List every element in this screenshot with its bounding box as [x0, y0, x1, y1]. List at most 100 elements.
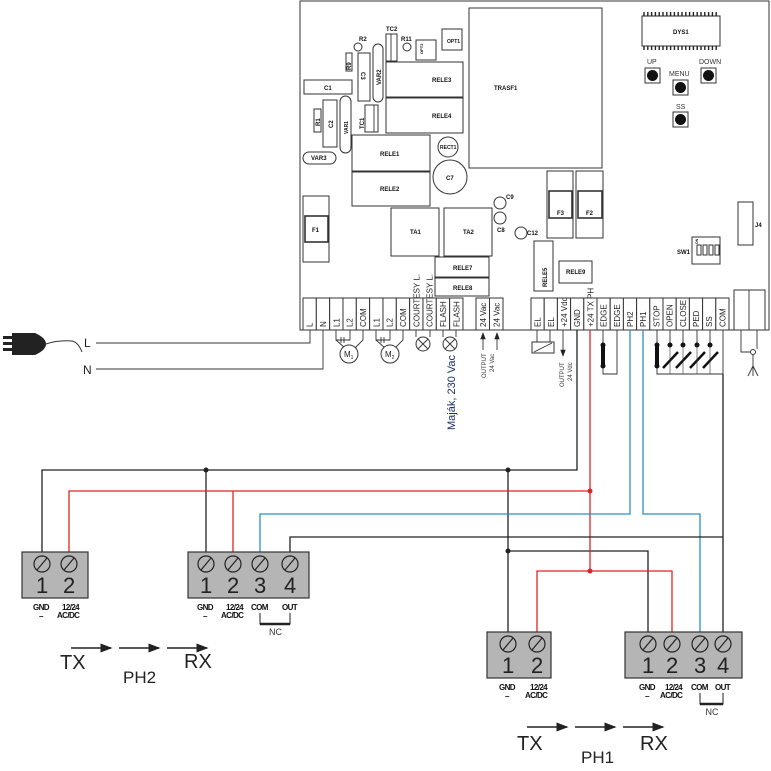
command-switches [654, 330, 724, 375]
screw-terminal-4[interactable]: 4 [281, 555, 299, 598]
up-button[interactable]: UP [644, 59, 661, 84]
screw-terminal-3[interactable]: 3 [251, 555, 269, 598]
screw-terminal-3[interactable]: 3 [691, 635, 709, 678]
relay-rele1: RELE1 [351, 134, 431, 172]
terminal-edge[interactable]: EDGE [596, 297, 611, 331]
screw-terminal-1[interactable]: 1 [197, 555, 215, 598]
dip-switch-sw1[interactable]: ON SW1 [677, 236, 721, 265]
antenna-icon [740, 330, 759, 377]
screw-terminal-2[interactable]: 2 [528, 635, 546, 678]
svg-text:RELE7: RELE7 [453, 266, 473, 272]
motor-m1-icon: M1 [335, 330, 364, 364]
screw-terminal-2[interactable]: 2 [663, 635, 681, 678]
terminal-label: L2 [346, 318, 355, 327]
motor-m2-icon: M2 [375, 330, 404, 364]
acdc-label: AC/DC [525, 691, 548, 700]
terminal-flash[interactable]: FLASH [449, 297, 464, 331]
terminal-label: COURTESY L. [412, 274, 421, 327]
screw-terminal-4[interactable]: 4 [714, 635, 732, 678]
terminal-l2[interactable]: L2 [382, 297, 397, 331]
terminal-label: 24 Vac [479, 303, 488, 327]
terminal-el[interactable]: EL [543, 297, 558, 331]
terminal-courtesy-l[interactable]: COURTESY L. [409, 274, 424, 331]
terminal-ped[interactable]: PED [688, 297, 704, 331]
svg-text:C2: C2 [329, 120, 335, 128]
legend-ph2: TX PH2 RX [60, 643, 212, 687]
svg-text:R2: R2 [359, 37, 367, 43]
mains-n-label: N [83, 363, 92, 377]
terminal-com[interactable]: COM [355, 297, 371, 331]
relay-rele4: RELE4 [385, 97, 464, 134]
terminal-ph2[interactable]: PH2 [622, 297, 638, 331]
svg-text:C12: C12 [527, 231, 539, 237]
terminal-com[interactable]: COM [395, 297, 411, 331]
terminal-l1[interactable]: L1 [329, 297, 344, 331]
tc2: TC2 [385, 27, 398, 62]
terminal-close[interactable]: CLOSE [675, 297, 690, 331]
screw-terminal-2[interactable]: 2 [60, 555, 78, 598]
svg-text:VAR2: VAR2 [377, 69, 383, 85]
terminal-gnd[interactable]: GND [570, 297, 585, 331]
ss-button[interactable]: SS [672, 104, 689, 128]
var2: VAR2 [372, 43, 384, 103]
terminal-l1[interactable]: L1 [369, 297, 384, 331]
terminal-label: 24 Vac [492, 303, 501, 327]
terminal-edge[interactable]: EDGE [609, 297, 624, 331]
r2: R2 [353, 37, 367, 52]
legend-ph1-rx: RX [640, 733, 668, 755]
terminal-n[interactable]: N [315, 297, 331, 331]
legend-ph1-tx: TX [517, 733, 543, 755]
terminal-label: L1 [332, 318, 341, 327]
terminal-24-vac[interactable]: 24 Vac [489, 297, 504, 331]
antenna-connector[interactable] [733, 289, 766, 331]
opt2: OPT2 [415, 39, 437, 61]
terminal-com[interactable]: COM [715, 297, 730, 331]
com-label: COM [691, 683, 709, 692]
minus-label: – [203, 612, 208, 621]
svg-text:DOWN: DOWN [699, 59, 721, 66]
terminal-label: FLASH [439, 301, 448, 327]
rect1: RECT1 [437, 136, 459, 158]
terminal-label: STOP [652, 305, 661, 327]
terminal-label: GND [573, 309, 582, 327]
svg-text:TA2: TA2 [463, 230, 475, 236]
screw-terminal-1[interactable]: 1 [33, 555, 51, 598]
terminal-number: 1 [642, 653, 654, 678]
output-24vac-arrows [480, 332, 500, 350]
screw-terminal-1[interactable]: 1 [499, 635, 517, 678]
terminal-flash[interactable]: FLASH [435, 297, 451, 331]
terminal-l[interactable]: L [302, 297, 317, 331]
screw-terminal-2[interactable]: 2 [224, 555, 242, 598]
control-board: TRASF1 R2 R9 C3 VAR2 TC2 R11 OPT2 OPT1 R… [299, 0, 770, 331]
terminal-el[interactable]: EL [530, 297, 545, 331]
svg-text:RELE9: RELE9 [566, 270, 586, 276]
beacon-note: Maják, 230 Vac [446, 354, 458, 430]
terminal-l2[interactable]: L2 [342, 297, 357, 331]
terminal-24-vdc[interactable]: +24 Vdc [556, 297, 572, 331]
terminal-number: 1 [502, 653, 514, 678]
terminal-label: PED [692, 310, 701, 327]
screw-terminal-1[interactable]: 1 [639, 635, 657, 678]
menu-button[interactable]: MENU [669, 71, 690, 96]
terminal-courtesy-l[interactable]: COURTESY L. [422, 274, 437, 331]
terminal-label: +24 TX PH [586, 288, 595, 327]
terminal-ss[interactable]: SS [702, 297, 717, 331]
svg-text:TC2: TC2 [386, 27, 398, 33]
terminal-24-vac[interactable]: 24 Vac [475, 297, 490, 331]
courtesy-lamp-icon [415, 330, 431, 352]
svg-text:RELE2: RELE2 [380, 187, 400, 193]
transformer-trasf1: TRASF1 [468, 7, 603, 169]
nc-jumper: NC [259, 613, 291, 637]
terminal-ph1[interactable]: PH1 [636, 297, 651, 331]
svg-text:DYS1: DYS1 [673, 30, 689, 36]
gnd-label: GND [499, 683, 516, 692]
connector-j4: J4 [737, 201, 762, 246]
svg-text:F2: F2 [586, 211, 594, 217]
terminal-24-tx-ph[interactable]: +24 TX PH [583, 288, 598, 331]
terminal-stop[interactable]: STOP [649, 297, 664, 331]
ph2-wire [259, 330, 631, 552]
svg-text:SW1: SW1 [677, 250, 691, 256]
terminal-open[interactable]: OPEN [662, 297, 677, 331]
down-button[interactable]: DOWN [699, 59, 721, 84]
